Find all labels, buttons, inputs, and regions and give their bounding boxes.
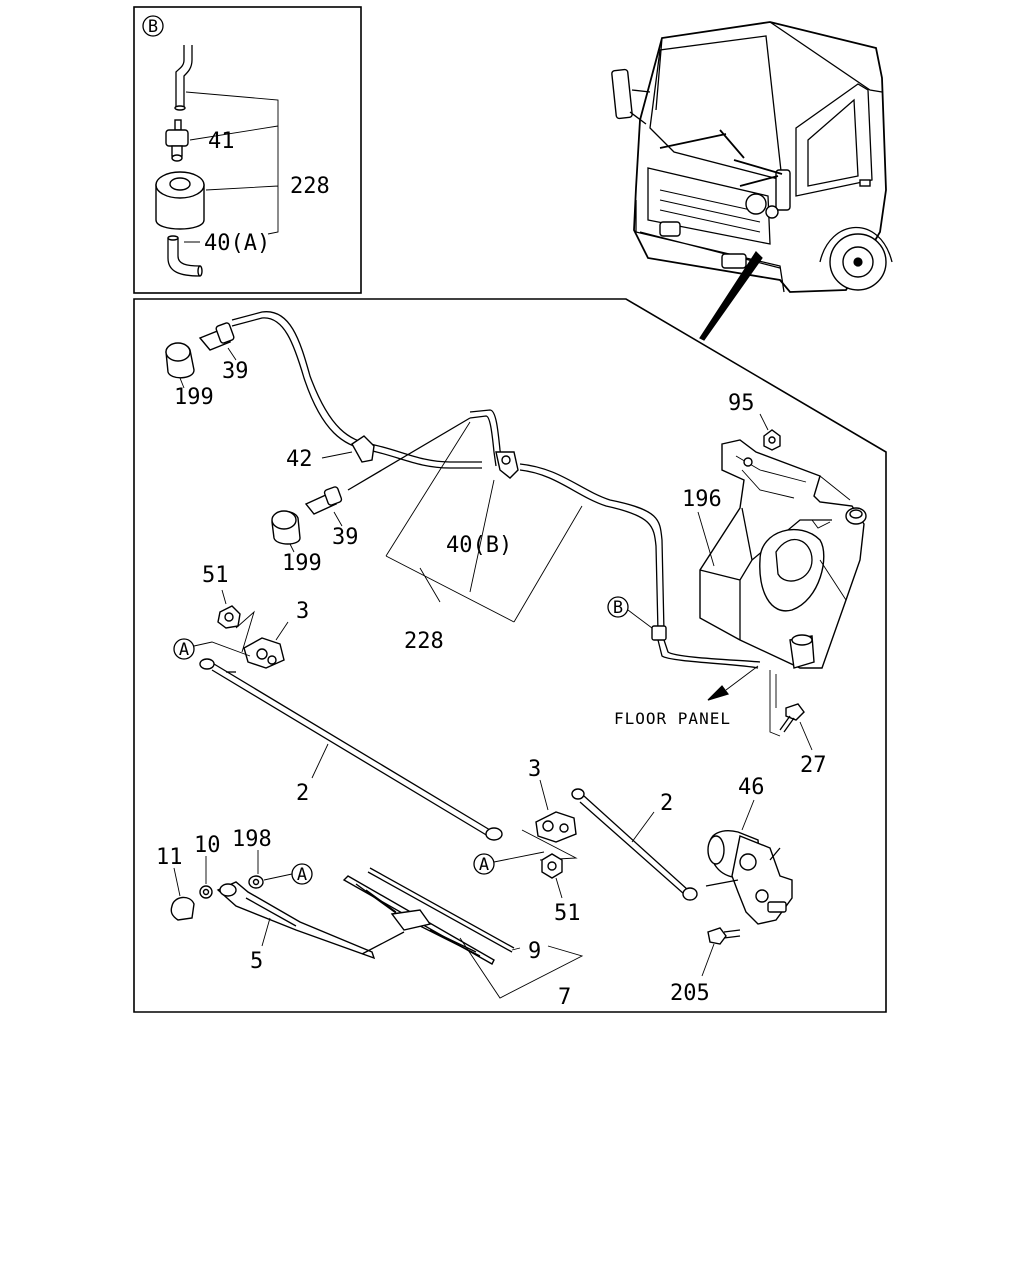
label-41: 41: [208, 129, 235, 154]
nozzle-39-mid: [304, 486, 343, 515]
pivot-3-right: [535, 811, 577, 843]
label-51-right: 51: [554, 901, 581, 926]
check-valve-41: [165, 119, 189, 162]
label-2-left: 2: [296, 781, 309, 806]
connector-40b: [495, 451, 519, 479]
main-panel-frame: [133, 298, 887, 1013]
marker-a-left-circle: [173, 638, 195, 660]
label-40a: 40(A): [204, 231, 270, 256]
marker-b: B: [613, 598, 623, 618]
label-51-left: 51: [202, 563, 229, 588]
bolt-27: [779, 703, 805, 733]
link-rod-2-right: [571, 788, 698, 901]
hose-joint-b: [651, 625, 667, 641]
cap-11: [170, 896, 195, 921]
pivot-3-left: [243, 637, 285, 669]
marker-a-right-circle: [473, 853, 495, 875]
cap-199-mid: [271, 510, 301, 545]
marker-a-left: A: [179, 640, 189, 660]
label-228-main: 228: [404, 629, 444, 654]
label-10: 10: [194, 833, 221, 858]
nut-95: [763, 429, 781, 451]
label-39-top: 39: [222, 359, 249, 384]
label-39-mid: 39: [332, 525, 359, 550]
washer-tank-196: [699, 439, 867, 669]
label-27: 27: [800, 753, 827, 778]
marker-a-arm-circle: [291, 863, 313, 885]
clip-42: [321, 435, 375, 463]
wiper-blade-7: [342, 875, 495, 965]
blade-rubber-9: [367, 867, 515, 953]
label-199-top: 199: [174, 385, 214, 410]
label-42: 42: [286, 447, 313, 472]
washer-hose-lines: [231, 311, 761, 669]
label-7: 7: [558, 985, 571, 1010]
label-5: 5: [250, 949, 263, 974]
label-196: 196: [682, 487, 722, 512]
label-40b: 40(B): [446, 533, 512, 558]
label-3-left: 3: [296, 599, 309, 624]
inset-b-panel: B 41 228 40(A): [133, 6, 362, 294]
marker-b-circle: [607, 596, 629, 618]
label-198: 198: [232, 827, 272, 852]
label-11: 11: [156, 845, 183, 870]
wiper-arm-5: [216, 881, 405, 960]
wiper-motor-46: [705, 830, 793, 925]
inset-hose-lower: [167, 235, 203, 277]
nut-51-left: [217, 605, 241, 629]
truck-cab-locator: [611, 21, 893, 341]
label-46: 46: [738, 775, 765, 800]
floor-panel-label: FLOOR PANEL: [614, 709, 731, 728]
filter-228: [155, 171, 205, 230]
inset-hose-upper: [174, 45, 193, 111]
nozzle-39-top: [198, 322, 235, 351]
label-9: 9: [528, 939, 541, 964]
label-228-inset: 228: [290, 174, 330, 199]
label-3-right: 3: [528, 757, 541, 782]
label-95: 95: [728, 391, 755, 416]
washer-198: [248, 875, 264, 889]
nut-10: [199, 885, 213, 899]
label-205: 205: [670, 981, 710, 1006]
marker-a-right: A: [479, 855, 489, 875]
nut-51-right: [541, 853, 563, 879]
cap-199-top: [165, 342, 195, 379]
label-199-mid: 199: [282, 551, 322, 576]
inset-marker-circle: [142, 15, 164, 37]
bolt-205: [707, 927, 741, 945]
link-rod-2-left: [199, 658, 503, 841]
label-2-right: 2: [660, 791, 673, 816]
inset-marker-b: B: [148, 17, 158, 37]
marker-a-arm: A: [297, 865, 307, 885]
